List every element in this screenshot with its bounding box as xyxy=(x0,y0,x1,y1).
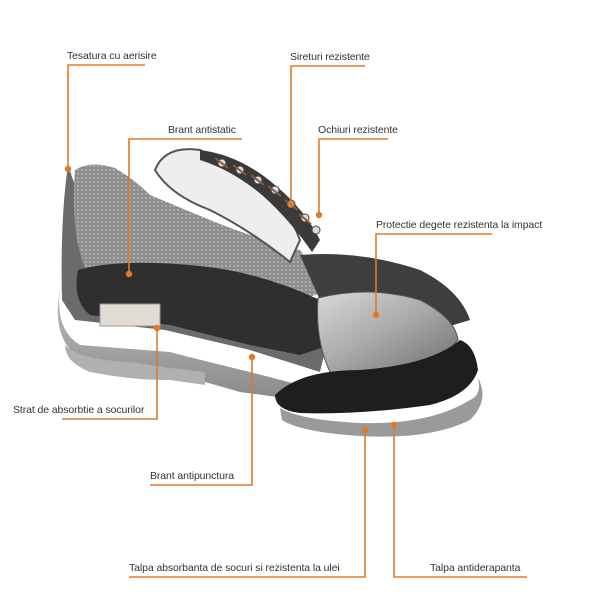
callout-label-brant-antistatic: Brant antistatic xyxy=(168,124,236,136)
shoe-illustration xyxy=(57,148,483,437)
laces xyxy=(214,157,312,225)
callout-label-talpa-absorbanta: Talpa absorbanta de socuri si rezistenta… xyxy=(129,562,340,574)
callout-label-talpa-antiderapanta: Talpa antiderapanta xyxy=(430,562,521,574)
callout-label-strat: Strat de absorbtie a socurilor xyxy=(13,404,145,416)
callout-label-protectie: Protectie degete rezistenta la impact xyxy=(376,219,543,231)
callout-label-brant-antipunctura: Brant antipunctura xyxy=(150,470,235,482)
callout-label-sireturi: Sireturi rezistente xyxy=(290,51,370,63)
callout-dots xyxy=(64,165,398,434)
leader-lines xyxy=(62,64,527,578)
callout-label-ochiuri: Ochiuri rezistente xyxy=(318,124,398,136)
callout-label-tesatura: Tesatura cu aerisire xyxy=(67,50,157,62)
